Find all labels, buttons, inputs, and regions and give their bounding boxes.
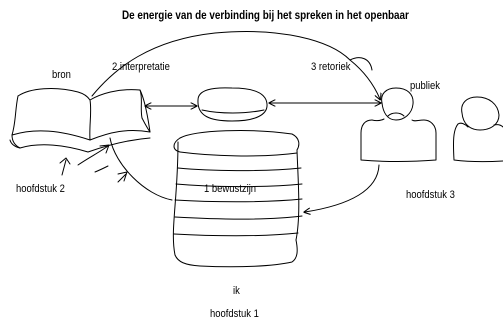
diagram-title: De energie van de verbinding bij het spr… xyxy=(122,10,409,22)
book-input-arrows xyxy=(59,144,128,183)
ik-body xyxy=(172,130,303,268)
publiek-figure-1 xyxy=(360,87,437,162)
label-interpretatie: 2 interpretatie xyxy=(112,61,170,73)
label-bron: bron xyxy=(52,69,71,81)
label-ik: ik xyxy=(233,285,240,297)
top-arc-connection xyxy=(91,31,380,99)
label-hoofdstuk-3: hoofdstuk 3 xyxy=(406,189,455,201)
ik-head xyxy=(197,87,268,122)
label-hoofdstuk-2: hoofdstuk 2 xyxy=(16,183,65,195)
curve-book-to-ik xyxy=(109,137,173,201)
publiek-figure-2 xyxy=(453,96,503,163)
curve-publiek-to-ik xyxy=(305,164,380,212)
label-hoofdstuk-1: hoofdstuk 1 xyxy=(210,308,259,320)
open-book-icon xyxy=(9,88,151,153)
label-retoriek: 3 retoriek xyxy=(311,61,351,73)
label-publiek: publiek xyxy=(410,80,440,92)
label-bewustzijn: 1 bewustzijn xyxy=(204,183,257,195)
